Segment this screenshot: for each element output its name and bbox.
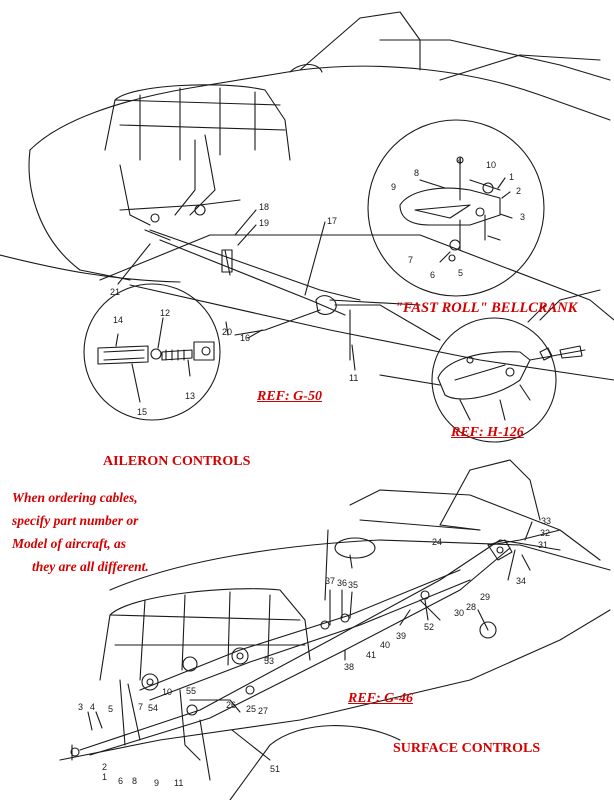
callout-s40: 40 [380,640,391,650]
callout-18: 18 [259,202,270,212]
ordering-note: When ordering cables, specify part numbe… [12,486,182,578]
callout-12: 12 [160,308,171,318]
ordering-note-line: they are all different. [32,559,149,574]
callout-14: 14 [113,315,124,325]
callout-s38: 38 [344,662,355,672]
callout-7: 7 [408,255,414,265]
callout-s29: 29 [480,592,491,602]
callout-s41: 41 [366,650,377,660]
callout-11: 11 [349,373,359,383]
ordering-note-line: Model of aircraft, as [12,536,126,551]
callout-s30: 30 [454,608,465,618]
callout-2: 2 [516,186,522,196]
callout-3: 3 [520,212,526,222]
callout-s28: 28 [466,602,477,612]
callout-s37: 37 [325,576,336,586]
callout-21: 21 [110,287,121,297]
callout-s3: 3 [78,702,84,712]
callout-s27: 27 [258,706,269,716]
callout-s53: 53 [264,656,275,666]
callout-s2: 2 [102,762,108,772]
aileron-controls-heading: AILERON CONTROLS [103,454,251,469]
callout-16: 16 [240,333,251,343]
callout-9: 9 [391,182,397,192]
callout-s8: 8 [132,776,138,786]
callout-s25: 25 [246,704,257,714]
callout-s31: 31 [538,540,549,550]
callout-s35: 35 [348,580,359,590]
callout-s39: 39 [396,631,407,641]
callout-s54: 54 [148,703,159,713]
callout-15: 15 [137,407,148,417]
callout-s36: 36 [337,578,348,588]
callout-8: 8 [414,168,420,178]
callout-10: 10 [486,160,497,170]
callout-20: 20 [222,327,233,337]
callout-s10: 10 [162,687,173,697]
ref-h126-label: REF: H-126 [451,425,524,440]
callout-s1: 1 [102,772,108,782]
callout-s9: 9 [154,778,160,788]
upper-aircraft-drawing [0,11,614,443]
callout-1: 1 [509,172,515,182]
callout-17: 17 [327,216,338,226]
callout-s55: 55 [186,686,197,696]
callout-5: 5 [458,268,464,278]
callout-s6: 6 [118,776,124,786]
callout-6: 6 [430,270,436,280]
lower-aircraft-drawing [59,459,611,800]
callout-s52: 52 [424,622,435,632]
callout-s24: 24 [432,537,443,547]
callout-19: 19 [259,218,270,228]
ref-g50-label: REF: G-50 [257,389,322,404]
callout-s11: 11 [174,778,184,788]
callout-s33: 33 [541,516,552,526]
fast-roll-bellcrank-heading: "FAST ROLL" BELLCRANK [395,300,578,316]
callout-s7: 7 [138,702,144,712]
ordering-note-line: When ordering cables, [12,490,138,505]
callout-s4: 4 [90,702,96,712]
callout-s51: 51 [270,764,281,774]
callout-s34: 34 [516,576,527,586]
callout-s32: 32 [540,528,551,538]
surface-controls-heading: SURFACE CONTROLS [393,741,541,756]
callout-4: 4 [457,156,463,166]
callout-s5: 5 [108,704,114,714]
callout-s26: 26 [226,700,237,710]
ref-g46-label: REF: G-46 [348,691,413,706]
ordering-note-line: specify part number or [12,513,139,528]
callout-13: 13 [185,391,196,401]
